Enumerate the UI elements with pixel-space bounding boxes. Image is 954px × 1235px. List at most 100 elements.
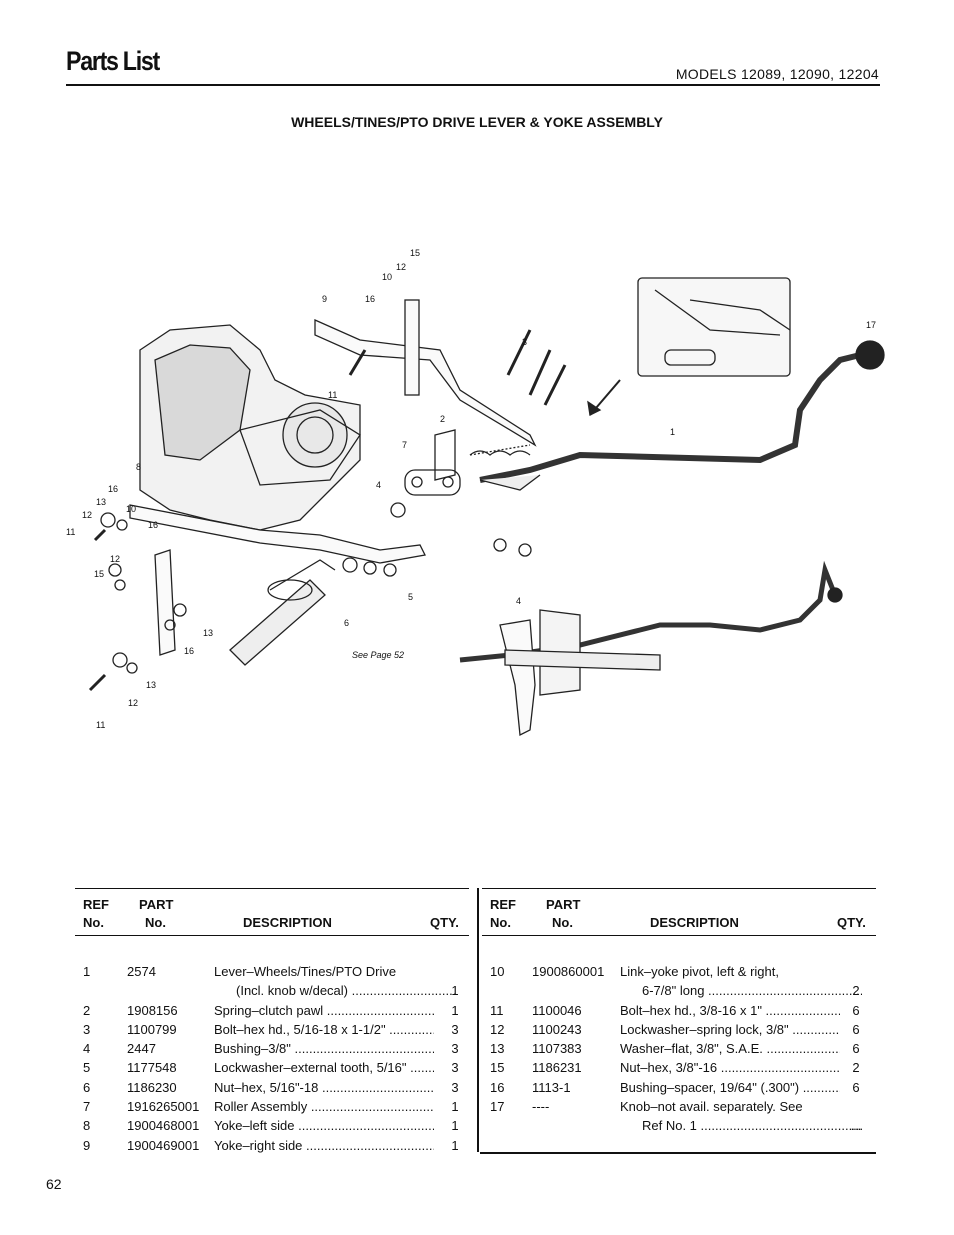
table-body: 1 2574 Lever–Wheels/Tines/PTO Drive (Incl. … bbox=[75, 936, 469, 1155]
qty-cell: 3 bbox=[451, 1041, 459, 1057]
description-cell: (Incl. knob w/decal) bbox=[214, 981, 456, 1000]
qty-cell: 2 bbox=[852, 983, 860, 999]
table-row: 11 1100046 Bolt–hex hd., 3/8-16 x 1" 6 bbox=[482, 1001, 876, 1020]
part-number-cell: 1900469001 bbox=[127, 1137, 200, 1153]
description-cell: Nut–hex, 3/8"-16 bbox=[620, 1058, 840, 1077]
table-row: 6-7/8" long2 bbox=[482, 981, 876, 1000]
part-number-cell: 1916265001 bbox=[127, 1099, 200, 1115]
callout-16-bottom: 16 bbox=[184, 646, 194, 656]
qty-cell: ... bbox=[850, 1118, 862, 1134]
description-cell: Link–yoke pivot, left & right, bbox=[620, 964, 779, 979]
models-label: MODELS 12089, 12090, 12204 bbox=[675, 66, 879, 82]
part-number-cell: 1107383 bbox=[532, 1041, 582, 1057]
exploded-parts-diagram: 15 12 10 9 16 3 11 17 2 1 7 8 4 16 13 12… bbox=[66, 248, 885, 737]
callout-12-left: 12 bbox=[82, 510, 92, 520]
callout-4-right: 4 bbox=[516, 596, 521, 606]
page-number: 62 bbox=[46, 1176, 62, 1192]
part-number-cell: 1186230 bbox=[127, 1079, 177, 1095]
part-number-cell: 1900860001 bbox=[532, 964, 605, 979]
callout-13-bottom: 13 bbox=[146, 680, 156, 690]
part-number-cell: 2574 bbox=[127, 964, 156, 979]
callout-11-bottom: 11 bbox=[96, 720, 105, 730]
ref-cell: 7 bbox=[83, 1099, 91, 1115]
qty-cell: 3 bbox=[451, 1060, 459, 1076]
ref-cell: 12 bbox=[490, 1021, 505, 1037]
part-number-cell: 2447 bbox=[127, 1041, 156, 1057]
callout-15-top: 15 bbox=[410, 248, 420, 258]
part-number-cell: 1908156 bbox=[127, 1002, 178, 1018]
description-cell: Ref No. 1 bbox=[620, 1116, 862, 1135]
callout-16-left: 16 bbox=[108, 484, 118, 494]
page-title: Parts List bbox=[66, 46, 160, 76]
qty-cell: 1 bbox=[451, 983, 459, 999]
callout-4-mid: 4 bbox=[376, 480, 381, 490]
callout-7: 7 bbox=[402, 440, 407, 450]
table-row: 15 1186231 Nut–hex, 3/8"-16 2 bbox=[482, 1058, 876, 1077]
callout-12-mid: 12 bbox=[110, 554, 120, 564]
ref-cell: 5 bbox=[83, 1060, 91, 1076]
table-row: Ref No. 1... bbox=[482, 1116, 876, 1135]
table-row: 9 1900469001 Yoke–right side 1 bbox=[75, 1136, 469, 1155]
qty-cell: 6 bbox=[852, 1041, 860, 1057]
qty-cell: 1 bbox=[451, 1099, 459, 1115]
qty-cell: 3 bbox=[451, 1079, 459, 1095]
part-number-cell: 1100799 bbox=[127, 1021, 177, 1037]
table-row: (Incl. knob w/decal)1 bbox=[75, 981, 469, 1000]
part-number-cell: 1900468001 bbox=[127, 1118, 200, 1134]
callout-13-mid: 13 bbox=[203, 628, 213, 638]
description-cell: Roller Assembly bbox=[214, 1097, 434, 1116]
description-cell: Knob–not avail. separately. See bbox=[620, 1099, 803, 1115]
table-row: 1 2574 Lever–Wheels/Tines/PTO Drive bbox=[75, 962, 469, 981]
ref-cell: 17 bbox=[490, 1099, 505, 1115]
table-header: REF No. PART No. DESCRIPTION QTY. bbox=[482, 889, 876, 936]
part-number-cell: ---- bbox=[532, 1099, 550, 1115]
column-separator bbox=[477, 888, 479, 1152]
callout-16-mid: 16 bbox=[148, 520, 158, 530]
see-page-note: See Page 52 bbox=[352, 650, 404, 660]
callout-11-top: 11 bbox=[328, 390, 337, 400]
qty-cell: 6 bbox=[852, 1079, 860, 1095]
callout-16-top: 16 bbox=[365, 294, 375, 304]
qty-cell: 1 bbox=[451, 1118, 459, 1134]
callout-12-top: 12 bbox=[396, 262, 406, 272]
ref-cell: 2 bbox=[83, 1002, 91, 1018]
ref-cell: 11 bbox=[490, 1002, 504, 1018]
callout-3: 3 bbox=[522, 337, 527, 347]
callout-10-left: 10 bbox=[126, 504, 136, 514]
qty-cell: 1 bbox=[451, 1137, 459, 1153]
callout-2: 2 bbox=[440, 414, 445, 424]
ref-cell: 15 bbox=[490, 1060, 505, 1076]
part-number-cell: 1177548 bbox=[127, 1060, 177, 1076]
description-cell: Yoke–left side bbox=[214, 1116, 434, 1135]
description-cell: Lever–Wheels/Tines/PTO Drive bbox=[214, 964, 397, 979]
part-number-cell: 1100046 bbox=[532, 1002, 582, 1018]
ref-cell: 1 bbox=[83, 964, 91, 979]
description-cell: Washer–flat, 3/8", S.A.E. bbox=[620, 1039, 840, 1058]
section-title: WHEELS/TINES/PTO DRIVE LEVER & YOKE ASSE… bbox=[291, 114, 663, 130]
description-cell: Bolt–hex hd., 3/8-16 x 1" bbox=[620, 1001, 840, 1020]
qty-cell: 6 bbox=[852, 1021, 860, 1037]
callout-6: 6 bbox=[344, 618, 349, 628]
callout-10-top: 10 bbox=[382, 272, 392, 282]
callout-1: 1 bbox=[670, 427, 675, 437]
description-cell: 6-7/8" long bbox=[620, 981, 862, 1000]
qty-cell: 3 bbox=[451, 1021, 459, 1037]
qty-cell: 6 bbox=[852, 1002, 860, 1018]
ref-cell: 8 bbox=[83, 1118, 91, 1134]
callout-11-left: 11 bbox=[66, 527, 75, 537]
callout-9: 9 bbox=[322, 294, 327, 304]
ref-cell: 9 bbox=[83, 1137, 91, 1153]
part-number-cell: 1186231 bbox=[532, 1060, 582, 1076]
qty-cell: 2 bbox=[852, 1060, 860, 1076]
description-cell: Nut–hex, 5/16"-18 bbox=[214, 1078, 434, 1097]
description-cell: Yoke–right side bbox=[214, 1136, 434, 1155]
